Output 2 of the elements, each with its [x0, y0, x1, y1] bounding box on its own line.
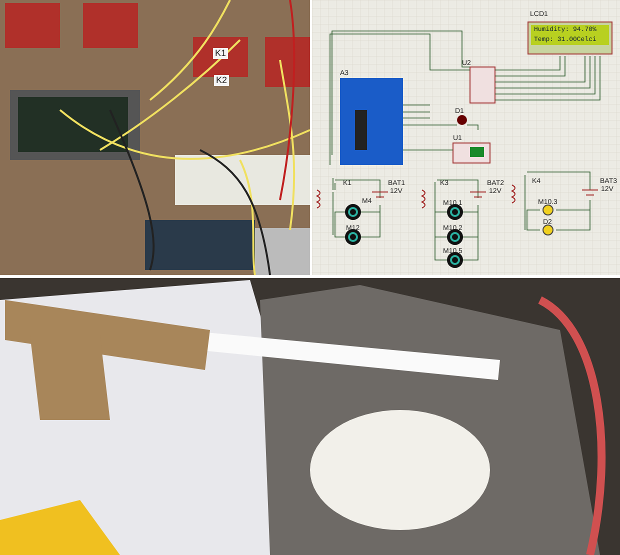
relay-label: K1 [213, 48, 228, 59]
relay-label: K2 [214, 75, 230, 86]
